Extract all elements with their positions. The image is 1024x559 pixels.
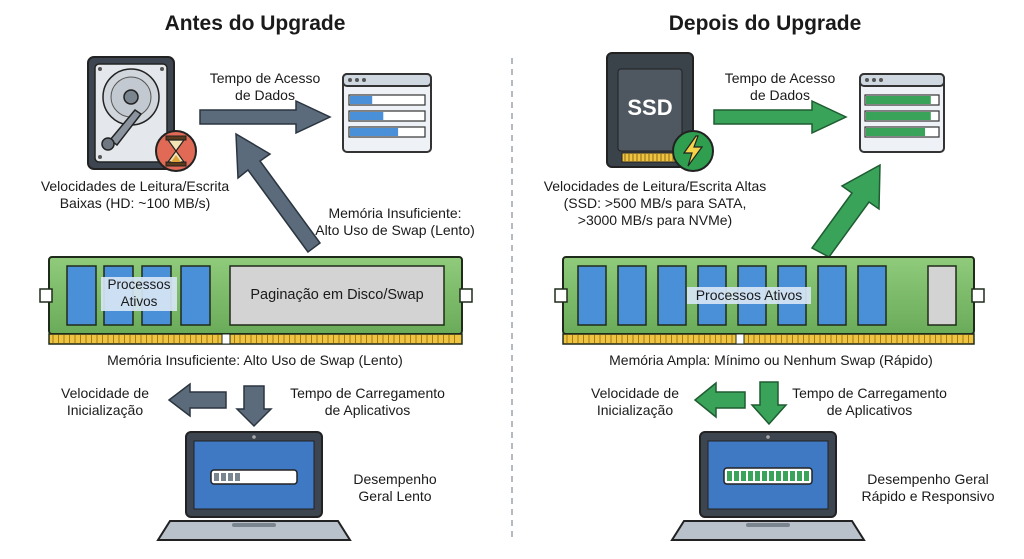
data-progress-bars xyxy=(348,94,426,138)
after-access-line1: Tempo de Acesso xyxy=(724,70,836,86)
loading-segment xyxy=(776,471,781,481)
laptop-icon xyxy=(156,431,352,541)
before-processes-line1: Processos xyxy=(107,277,171,292)
loading-segment xyxy=(741,471,746,481)
before-boot-line2: Inicialização xyxy=(66,401,144,418)
after-disk-speed-line2: (SSD: >500 MB/s para SATA, xyxy=(563,194,747,211)
before-perf-line2: Geral Lento xyxy=(358,487,432,504)
after-performance: Desempenho Geral Rápido e Responsivo xyxy=(842,471,1014,505)
after-active-processes: Processos Ativos xyxy=(687,287,811,304)
hourglass-icon xyxy=(155,130,197,172)
loading-segment xyxy=(783,471,788,481)
before-active-processes: Processos Ativos xyxy=(101,277,177,311)
after-ram-caption: Memória Ampla: Mínimo ou Nenhum Swap (Rá… xyxy=(609,352,933,368)
data-progress-bars xyxy=(864,94,940,138)
after-access-line2: de Dados xyxy=(750,86,810,103)
ram-chip-free xyxy=(927,265,957,326)
before-processes-line2: Ativos xyxy=(120,293,158,309)
data-bar-fill xyxy=(866,112,931,120)
before-apps-label: Tempo de Carregamento de Aplicativos xyxy=(275,385,460,419)
laptop-icon xyxy=(670,431,866,541)
before-ram-caption: Memória Insuficiente: Alto Uso de Swap (… xyxy=(107,352,403,368)
before-insufficient-memory: Memória Insuficiente: Alto Uso de Swap (… xyxy=(300,205,490,239)
after-title: Depois do Upgrade xyxy=(668,12,862,35)
loading-segment xyxy=(790,471,795,481)
before-apps-line1: Tempo de Carregamento xyxy=(290,385,445,401)
data-bar-track xyxy=(348,94,426,106)
before-disk-speed-line2: Baixas (HD: ~100 MB/s) xyxy=(59,194,211,211)
ram-chip xyxy=(577,265,607,326)
swap-arrow-fast xyxy=(810,163,881,258)
apps-arrow-fast xyxy=(750,381,788,426)
before-insufficient-line1: Memória Insuficiente: xyxy=(328,205,462,221)
before-apps-line2: de Aplicativos xyxy=(324,401,411,418)
data-bar-fill xyxy=(350,112,384,120)
after-perf-line1: Desempenho Geral xyxy=(867,471,989,487)
after-perf-line2: Rápido e Responsivo xyxy=(861,487,995,504)
before-disk-speed: Velocidades de Leitura/Escrita Baixas (H… xyxy=(10,178,260,212)
loading-segment xyxy=(769,471,774,481)
loading-segment xyxy=(727,471,732,481)
ram-chip xyxy=(857,265,887,326)
access-arrow-slow xyxy=(199,99,332,135)
lightning-bolt-icon xyxy=(672,130,714,172)
before-disk-speed-line1: Velocidades de Leitura/Escrita xyxy=(40,178,230,194)
ram-chip xyxy=(817,265,847,326)
ram-module-before xyxy=(39,256,473,345)
loading-segment xyxy=(748,471,753,481)
boot-arrow-fast xyxy=(693,381,746,419)
after-disk-speed-line1: Velocidades de Leitura/Escrita Altas xyxy=(543,178,767,194)
after-boot-label: Velocidade de Inicialização xyxy=(580,385,690,419)
before-insufficient-line2: Alto Uso de Swap (Lento) xyxy=(315,221,475,238)
before-access-line2: de Dados xyxy=(235,86,295,103)
loading-segment xyxy=(235,473,240,481)
data-bar-fill xyxy=(866,128,926,136)
before-performance: Desempenho Geral Lento xyxy=(330,471,460,505)
loading-segments xyxy=(727,471,809,481)
loading-segment xyxy=(214,473,219,481)
loading-segment xyxy=(734,471,739,481)
loading-segment xyxy=(228,473,233,481)
after-apps-line1: Tempo de Carregamento xyxy=(792,385,947,401)
after-boot-line2: Inicialização xyxy=(596,401,674,418)
after-access-label: Tempo de Acesso de Dados xyxy=(705,70,855,104)
gold-contacts xyxy=(52,335,455,343)
before-access-line1: Tempo de Acesso xyxy=(209,70,321,86)
apps-arrow-slow xyxy=(235,385,273,428)
before-boot-line1: Velocidade de xyxy=(61,385,149,401)
hard-drive-icon xyxy=(87,56,175,170)
before-perf-line1: Desempenho xyxy=(353,471,437,487)
after-disk-speed: Velocidades de Leitura/Escrita Altas (SS… xyxy=(520,178,790,228)
gold-contacts xyxy=(566,335,969,343)
data-bar-fill xyxy=(866,96,931,104)
after-apps-line2: de Aplicativos xyxy=(826,401,913,418)
loading-segment xyxy=(221,473,226,481)
data-bar-fill xyxy=(350,96,373,104)
after-apps-label: Tempo de Carregamento de Aplicativos xyxy=(777,385,962,419)
data-bar-fill xyxy=(350,128,399,136)
swap-arrow-slow xyxy=(235,132,322,254)
boot-arrow-slow xyxy=(167,382,227,418)
loading-segment xyxy=(797,471,802,481)
after-boot-line1: Velocidade de xyxy=(591,385,679,401)
ram-chips xyxy=(577,265,957,326)
ram-chip xyxy=(617,265,647,326)
ram-module-after-contacts xyxy=(562,333,975,345)
loading-segment xyxy=(762,471,767,481)
loading-segment xyxy=(755,471,760,481)
before-access-label: Tempo de Acesso de Dados xyxy=(190,70,340,104)
data-bar-track xyxy=(348,110,426,122)
before-paging: Paginação em Disco/Swap xyxy=(250,287,424,303)
ram-chip xyxy=(657,265,687,326)
before-boot-label: Velocidade de Inicialização xyxy=(50,385,160,419)
loading-segment xyxy=(804,471,809,481)
access-arrow-fast xyxy=(713,99,848,135)
loading-segments xyxy=(214,473,240,481)
ssd-label: SSD xyxy=(627,95,673,120)
before-title: Antes do Upgrade xyxy=(164,12,346,35)
after-disk-speed-line3: >3000 MB/s para NVMe) xyxy=(577,211,733,228)
